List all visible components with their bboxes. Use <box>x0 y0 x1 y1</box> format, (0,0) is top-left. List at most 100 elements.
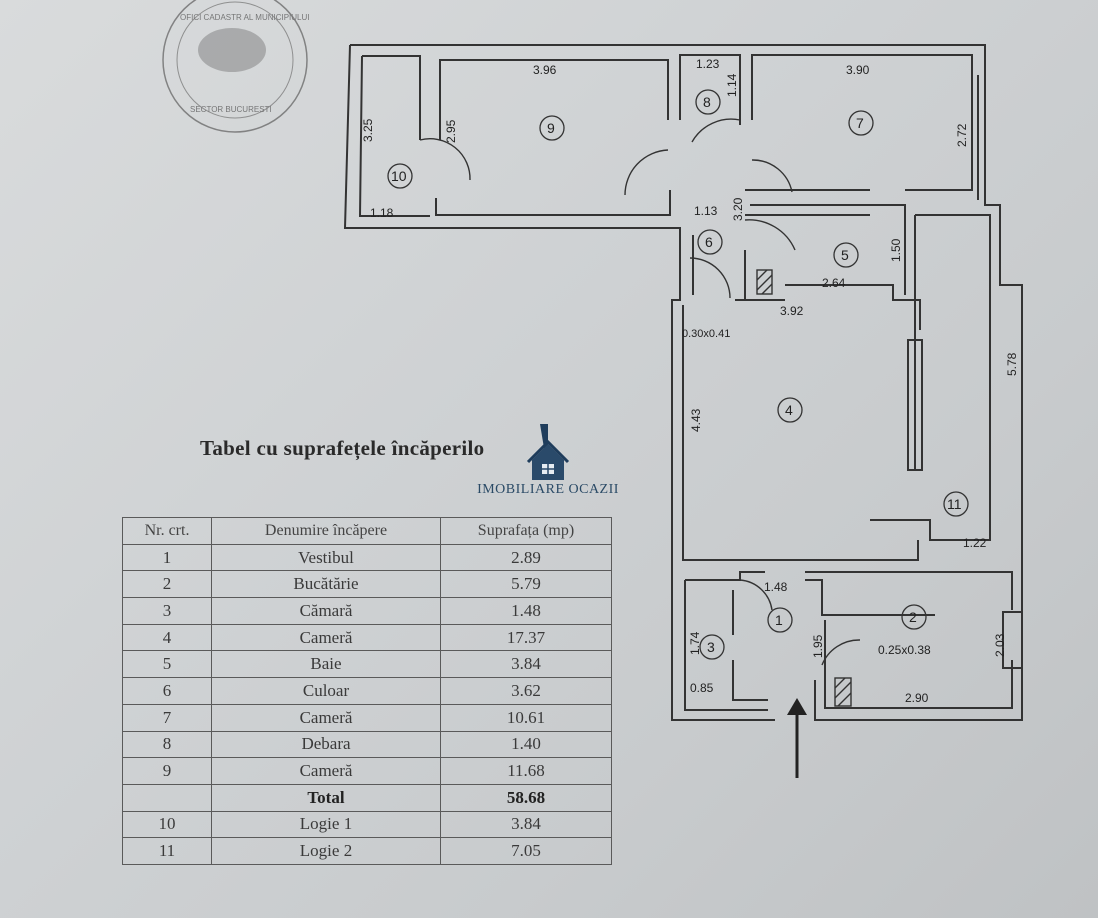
row-name: Cameră <box>211 623 441 652</box>
stamp-text-bottom: SECTOR BUCURESTI <box>190 105 272 114</box>
dimension-label: 3.90 <box>846 63 870 77</box>
dimension-label: 1.95 <box>811 634 825 658</box>
dimension-label: 3.92 <box>780 304 804 318</box>
row-area: 2.89 <box>440 543 612 572</box>
cadastre-stamp: OFICI CADASTR AL MUNICIPIULUI SECTOR BUC… <box>162 0 310 133</box>
header-name: Denumire încăpere <box>211 517 441 545</box>
room-number-1: 1 <box>775 612 783 628</box>
total-label: Total <box>211 783 441 812</box>
dimension-label: 5.78 <box>1005 352 1019 376</box>
row-nr: 2 <box>122 570 212 599</box>
room-number-8: 8 <box>703 94 711 110</box>
room-number-7: 7 <box>856 115 864 131</box>
row-nr: 3 <box>122 597 212 625</box>
table-header-row: Nr. crt. Denumire încăpere Suprafața (mp… <box>122 517 612 545</box>
dimension-label: 1.13 <box>694 204 718 218</box>
header-area: Suprafața (mp) <box>440 517 612 545</box>
walls <box>343 44 1023 721</box>
room-number-9: 9 <box>547 120 555 136</box>
row-nr: 9 <box>122 757 212 785</box>
dimension-label: 1.22 <box>963 536 987 550</box>
dimension-label: 3.25 <box>361 118 375 142</box>
row-nr: 11 <box>122 837 212 865</box>
dimension-label: 1.23 <box>696 57 720 71</box>
row-name: Debara <box>211 730 441 759</box>
row-area: 3.84 <box>440 810 612 839</box>
stamp-text-top: OFICI CADASTR AL MUNICIPIULUI <box>180 13 310 22</box>
dimension-label: 4.43 <box>689 408 703 432</box>
dimension-label: 3.96 <box>533 63 557 77</box>
dimension-label: 2.03 <box>993 633 1007 657</box>
row-nr: 6 <box>122 677 212 705</box>
row-nr: 7 <box>122 703 212 732</box>
row-nr: 1 <box>122 543 212 572</box>
room-number-5: 5 <box>841 247 849 263</box>
dimension-label: 1.74 <box>688 631 702 655</box>
dimension-label: 1.48 <box>764 580 788 594</box>
dimension-label: 1.14 <box>725 73 739 97</box>
room-number-6: 6 <box>705 234 713 250</box>
dimension-label: 1.18 <box>370 206 394 220</box>
row-area: 1.48 <box>440 597 612 625</box>
dimension-label: 3.20 <box>731 197 745 221</box>
room-number-3: 3 <box>707 639 715 655</box>
row-name: Cameră <box>211 703 441 732</box>
room-number-4: 4 <box>785 402 793 418</box>
total-area: 58.68 <box>440 783 612 812</box>
house-icon <box>526 424 570 480</box>
room-labels <box>387 89 969 660</box>
row-nr: 5 <box>122 650 212 679</box>
row-name: Cameră <box>211 757 441 785</box>
dimension-label: 0.25x0.38 <box>878 643 931 657</box>
row-name: Cămară <box>211 597 441 625</box>
dimension-label: 2.64 <box>822 276 846 290</box>
entrance-arrow <box>787 698 807 778</box>
row-name: Logie 1 <box>211 810 441 839</box>
table-title: Tabel cu suprafețele încăperilo <box>200 436 485 460</box>
dimension-label: 0.30x0.41 <box>682 328 730 340</box>
row-nr: 10 <box>122 810 212 839</box>
dimension-label: 1.50 <box>889 238 903 262</box>
row-area: 17.37 <box>440 623 612 652</box>
doors <box>419 118 861 666</box>
room-number-2: 2 <box>909 609 917 625</box>
dimension-label: 2.95 <box>444 119 458 143</box>
row-area: 1.40 <box>440 730 612 759</box>
row-area: 3.62 <box>440 677 612 705</box>
row-area: 3.84 <box>440 650 612 679</box>
row-nr: 8 <box>122 730 212 759</box>
row-name: Logie 2 <box>211 837 441 865</box>
ducts <box>756 269 852 707</box>
dimension-label: 2.72 <box>955 123 969 147</box>
row-area: 5.79 <box>440 570 612 599</box>
total-nr <box>122 783 212 812</box>
room-area-table: Nr. crt. Denumire încăpere Suprafața (mp… <box>122 517 612 865</box>
row-area: 7.05 <box>440 837 612 865</box>
header-nr: Nr. crt. <box>122 517 212 545</box>
row-area: 11.68 <box>440 757 612 785</box>
dimension-label: 0.85 <box>690 681 714 695</box>
room-number-11: 11 <box>947 496 962 512</box>
row-area: 10.61 <box>440 703 612 732</box>
row-name: Baie <box>211 650 441 679</box>
row-name: Vestibul <box>211 543 441 572</box>
row-name: Bucătărie <box>211 570 441 599</box>
room-number-10: 10 <box>391 168 407 184</box>
row-nr: 4 <box>122 623 212 652</box>
watermark-logo: IMOBILIARE OCAZII <box>462 422 634 502</box>
logo-brand-text: IMOBILIARE OCAZII <box>477 482 619 497</box>
row-name: Culoar <box>211 677 441 705</box>
